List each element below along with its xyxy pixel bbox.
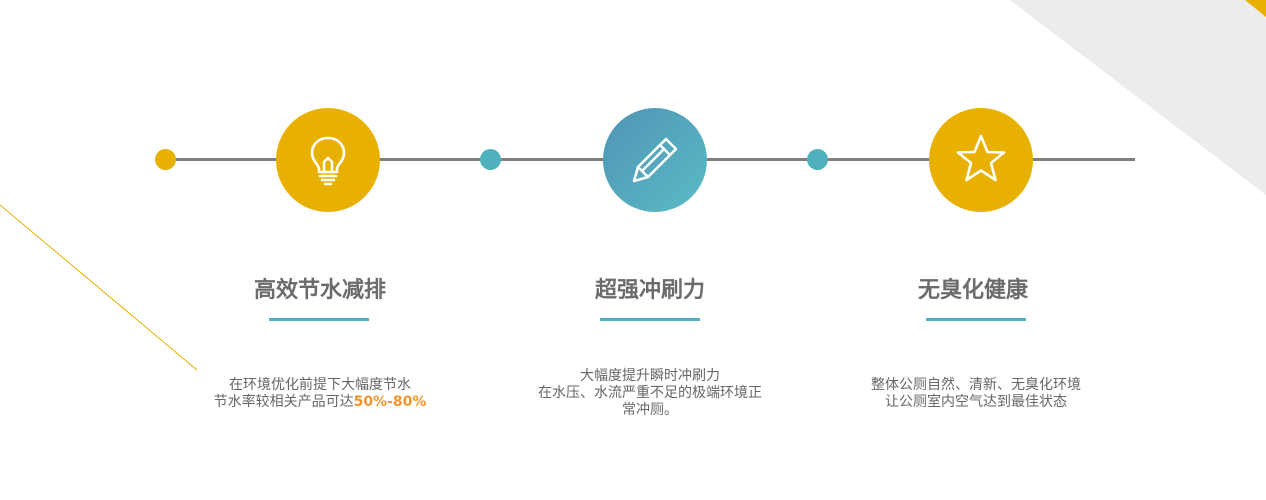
lightbulb-icon <box>310 136 346 186</box>
description-line: 让公厕室内空气达到最佳状态 <box>885 394 1067 410</box>
feature-title: 无臭化健康 <box>917 278 1028 303</box>
timeline-start-dot <box>155 149 176 170</box>
highlight-percentage: 50%-80% <box>353 394 427 410</box>
description-line: 常冲厕。 <box>622 402 678 418</box>
feature-title: 超强冲刷力 <box>594 278 705 303</box>
feature-icon-circle <box>929 108 1033 212</box>
feature-description: 在环境优化前提下大幅度节水 节水率较相关产品可达50%-80% <box>170 377 470 411</box>
title-underline <box>600 318 700 321</box>
corner-yellow-accent <box>1245 0 1266 17</box>
timeline-dot <box>807 149 828 170</box>
feature-description: 大幅度提升瞬时冲刷力 在水压、水流严重不足的极端环境正 常冲厕。 <box>500 368 800 419</box>
pencil-icon <box>632 137 678 183</box>
description-line: 节水率较相关产品可达50%-80% <box>170 394 470 411</box>
timeline-dot <box>480 149 501 170</box>
corner-gray-shape <box>1010 0 1266 195</box>
description-line: 整体公厕自然、清新、无臭化环境 <box>871 377 1081 393</box>
feature-icon-circle <box>276 108 380 212</box>
description-line: 在环境优化前提下大幅度节水 <box>229 377 411 393</box>
diagonal-accent-line <box>0 204 198 371</box>
feature-icon-circle <box>603 108 707 212</box>
title-underline <box>926 318 1026 321</box>
star-icon <box>956 134 1006 182</box>
title-underline <box>269 318 369 321</box>
description-text: 节水率较相关产品可达 <box>213 394 354 410</box>
description-line: 在水压、水流严重不足的极端环境正 <box>538 385 762 401</box>
feature-title: 高效节水减排 <box>253 278 386 303</box>
feature-description: 整体公厕自然、清新、无臭化环境 让公厕室内空气达到最佳状态 <box>826 377 1126 411</box>
description-line: 大幅度提升瞬时冲刷力 <box>580 368 720 384</box>
